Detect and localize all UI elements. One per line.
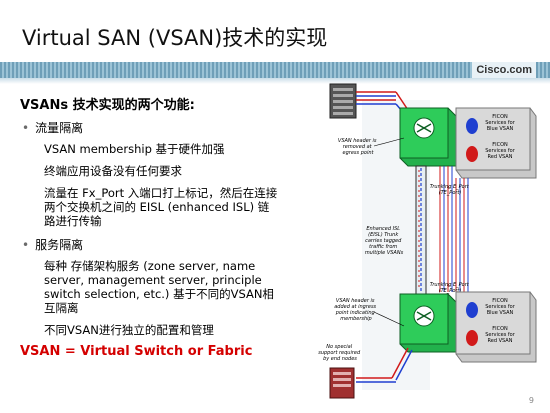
ficon-text: Blue VSAN	[487, 126, 514, 132]
svg-text:VSAN header is added at: VSAN header is added at ingress point in…	[334, 298, 378, 322]
header-band-fade	[0, 78, 550, 84]
eisl-trunk	[415, 165, 427, 295]
eisl-label: carries tagged	[365, 238, 402, 244]
blue-vsan-cylinder-icon	[466, 118, 478, 134]
page-number: 9	[528, 396, 534, 405]
leader-line	[373, 311, 405, 327]
sub-item: 每种 存储架构服务 (zone server, name server, man…	[44, 259, 274, 315]
slide-content: VSANs 技术实现的两个功能: • 流量隔离 VSAN membership 基…	[20, 94, 320, 345]
svg-text:VSAN header is removed a: VSAN header is removed at egress point	[338, 138, 378, 156]
eisl-label: Enhanced ISL	[366, 226, 400, 232]
content-heading: VSANs 技术实现的两个功能:	[20, 98, 195, 113]
cisco-logo: Cisco.com	[472, 62, 536, 78]
ficon-text: Services for	[485, 148, 515, 154]
diagram-label: egress point	[343, 150, 375, 156]
header-band	[0, 62, 550, 78]
sub-item: VSAN membership 基于硬件加强	[44, 142, 225, 156]
diagram-label: support required	[318, 350, 361, 356]
diagram-label: added at ingress	[334, 304, 376, 310]
ficon-text: Services for	[485, 332, 515, 338]
leader-line	[373, 137, 405, 147]
sub-item: 终端应用设备没有任何要求	[44, 164, 182, 178]
diagram-label: removed at	[343, 144, 373, 150]
bullet-dot-icon: •	[22, 238, 30, 252]
bottom-host-icon	[329, 367, 355, 399]
diagram-label: by end nodes	[323, 356, 357, 362]
trunk-label: (TE_Port)	[439, 288, 462, 294]
ficon-text: Red VSAN	[488, 154, 513, 160]
svg-text:Trunking E_Port (TE_Port: Trunking E_Port (TE_Port)	[430, 184, 471, 196]
ficon-text: Blue VSAN	[487, 310, 514, 316]
bottom-switch-icon	[399, 293, 457, 353]
parallel-links	[439, 166, 469, 292]
ficon-text: FICON	[492, 326, 508, 332]
svg-text:No special support requi: No special support required by end nodes	[318, 344, 362, 362]
ficon-text: Services for	[485, 304, 515, 310]
diagram-label: No special	[326, 344, 352, 350]
vsan-definition: VSAN = Virtual Switch or Fabric	[20, 344, 253, 359]
top-switch-icon	[399, 107, 457, 167]
bullet-dot-icon: •	[22, 121, 30, 135]
bottom-links	[356, 347, 413, 383]
diagram-label: VSAN header is	[338, 138, 377, 144]
blue-vsan-cylinder-icon	[466, 302, 478, 318]
top-storage-array-icon	[329, 83, 357, 119]
red-vsan-cylinder-icon	[466, 146, 478, 162]
svg-text:Enhanced ISL (EISL) Trun: Enhanced ISL (EISL) Trunk carries tagged…	[365, 226, 404, 256]
diagram-label: VSAN header is	[336, 298, 375, 304]
bullet-traffic-isolation: • 流量隔离	[22, 119, 320, 136]
ficon-text: Services for	[485, 120, 515, 126]
sub-item: 不同VSAN进行独立的配置和管理	[44, 323, 214, 337]
sub-item: 流量在 Fx_Port 入端口打上标记，然后在连接两个交换机之间的 EISL (…	[44, 186, 278, 228]
slide-title: Virtual SAN (VSAN)技术的实现	[22, 26, 328, 50]
eisl-label: traffic from	[369, 244, 397, 250]
ficon-text: Red VSAN	[488, 338, 513, 344]
svg-text:Trunking E_Port (TE_Port: Trunking E_Port (TE_Port)	[430, 282, 471, 294]
diagram-label: membership	[340, 316, 371, 322]
bullet-label: 流量隔离	[35, 121, 84, 135]
trunk-label: Trunking E_Port	[430, 282, 470, 288]
red-vsan-cylinder-icon	[466, 330, 478, 346]
diagram-label: point indicating	[335, 310, 375, 316]
ficon-text: FICON	[492, 114, 508, 120]
ficon-text: FICON	[492, 142, 508, 148]
trunk-label: (TE_Port)	[439, 190, 462, 196]
bullet-service-isolation: • 服务隔离	[22, 236, 320, 253]
eisl-label: (EISL) Trunk	[368, 232, 399, 238]
bullet-label: 服务隔离	[35, 238, 84, 252]
ficon-text: FICON	[492, 298, 508, 304]
trunk-label: Trunking E_Port	[430, 184, 470, 190]
eisl-label: multiple VSANs	[365, 250, 404, 256]
